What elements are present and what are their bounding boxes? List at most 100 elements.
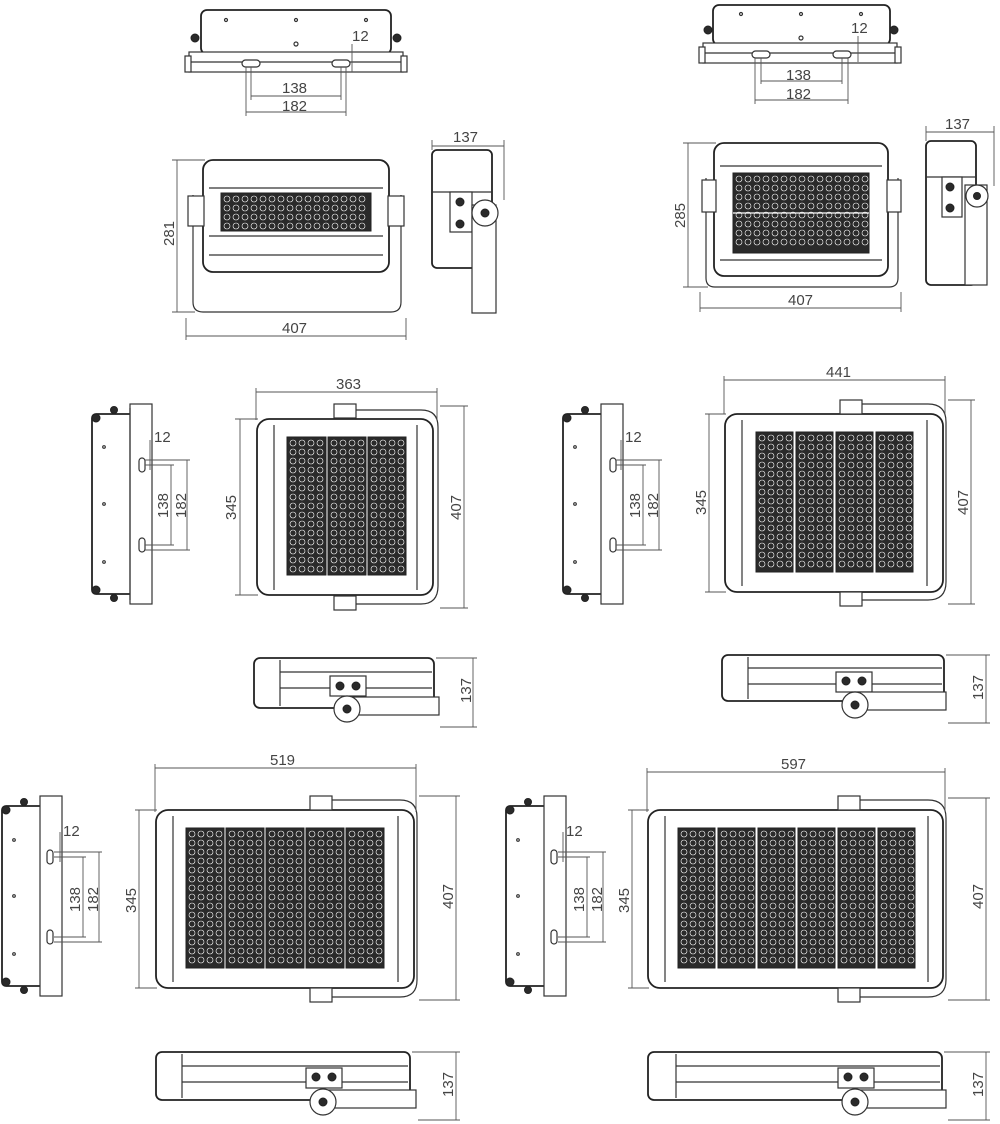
led-lens <box>867 893 875 901</box>
led-lens <box>760 839 768 847</box>
led-lens <box>825 506 833 514</box>
led-lens <box>720 929 728 937</box>
led-lens <box>228 902 236 910</box>
led-cluster <box>720 830 755 964</box>
led-lens <box>298 538 306 546</box>
led-lens <box>689 911 697 919</box>
led-lens <box>769 884 777 892</box>
led-lens <box>358 213 366 221</box>
led-lens <box>388 511 396 519</box>
led-lens <box>286 956 294 964</box>
led-lens <box>858 830 866 838</box>
led-lens <box>246 857 254 865</box>
led-lens <box>680 947 688 955</box>
led-lens <box>397 493 405 501</box>
led-lens <box>349 213 357 221</box>
led-lens <box>887 551 895 559</box>
led-lens <box>747 938 755 946</box>
led-lens <box>798 542 806 550</box>
led-lens <box>241 204 249 212</box>
led-lens <box>800 920 808 928</box>
led-lens <box>747 866 755 874</box>
led-lens <box>388 547 396 555</box>
led-lens <box>250 222 258 230</box>
led-lens <box>847 533 855 541</box>
led-lens <box>316 484 324 492</box>
led-lens <box>896 434 904 442</box>
led-lens <box>898 947 906 955</box>
led-lens <box>689 929 697 937</box>
led-lens <box>905 533 913 541</box>
led-lens <box>295 947 303 955</box>
led-lens <box>760 947 768 955</box>
led-lens <box>889 929 897 937</box>
led-lens <box>825 452 833 460</box>
led-lens <box>787 929 795 937</box>
led-lens <box>816 229 824 237</box>
led-lens <box>206 830 214 838</box>
led-lens <box>762 193 770 201</box>
led-lens <box>330 520 338 528</box>
led-lens <box>348 848 356 856</box>
led-lens <box>865 533 873 541</box>
dim-137-label: 137 <box>970 1072 987 1097</box>
led-lens <box>289 484 297 492</box>
led-lens <box>698 875 706 883</box>
led-lens <box>738 920 746 928</box>
led-lens <box>228 938 236 946</box>
led-lens <box>357 502 365 510</box>
led-lens <box>308 857 316 865</box>
led-lens <box>798 202 806 210</box>
led-lens <box>729 938 737 946</box>
dim-519-label: 519 <box>270 752 295 769</box>
led-lens <box>896 542 904 550</box>
led-lens <box>907 830 915 838</box>
led-lens <box>289 547 297 555</box>
led-lens <box>827 848 835 856</box>
led-lens <box>268 839 276 847</box>
led-lens <box>744 202 752 210</box>
led-lens <box>807 220 815 228</box>
led-lens <box>689 956 697 964</box>
led-lens <box>816 533 824 541</box>
led-lens <box>778 848 786 856</box>
led-lens <box>308 848 316 856</box>
led-lens <box>680 911 688 919</box>
led-lens <box>308 911 316 919</box>
led-lens <box>286 195 294 203</box>
led-lens <box>206 893 214 901</box>
led-lens <box>767 524 775 532</box>
led-lens <box>762 238 770 246</box>
led-lens <box>798 488 806 496</box>
led-lens <box>317 830 325 838</box>
led-lens <box>825 461 833 469</box>
led-lens <box>738 866 746 874</box>
led-lens <box>818 830 826 838</box>
led-lens <box>326 893 334 901</box>
led-lens <box>825 202 833 210</box>
led-lens <box>317 893 325 901</box>
led-lens <box>807 229 815 237</box>
led-lens <box>366 884 374 892</box>
led-lens <box>852 220 860 228</box>
led-lens <box>729 947 737 955</box>
led-lens <box>316 448 324 456</box>
led-lens <box>747 848 755 856</box>
model-6-rear-dimensions <box>558 832 606 943</box>
led-lens <box>867 929 875 937</box>
led-lens <box>330 556 338 564</box>
led-lens <box>807 470 815 478</box>
led-lens <box>758 515 766 523</box>
led-lens <box>776 497 784 505</box>
led-lens <box>680 956 688 964</box>
led-lens <box>330 466 338 474</box>
led-lens <box>785 560 793 568</box>
led-lens <box>206 920 214 928</box>
led-lens <box>771 220 779 228</box>
dim-137-label: 137 <box>458 678 475 703</box>
dim-345-label: 345 <box>223 495 240 520</box>
led-lens <box>798 533 806 541</box>
led-lens <box>259 204 267 212</box>
led-lens <box>798 551 806 559</box>
led-lens <box>375 830 383 838</box>
